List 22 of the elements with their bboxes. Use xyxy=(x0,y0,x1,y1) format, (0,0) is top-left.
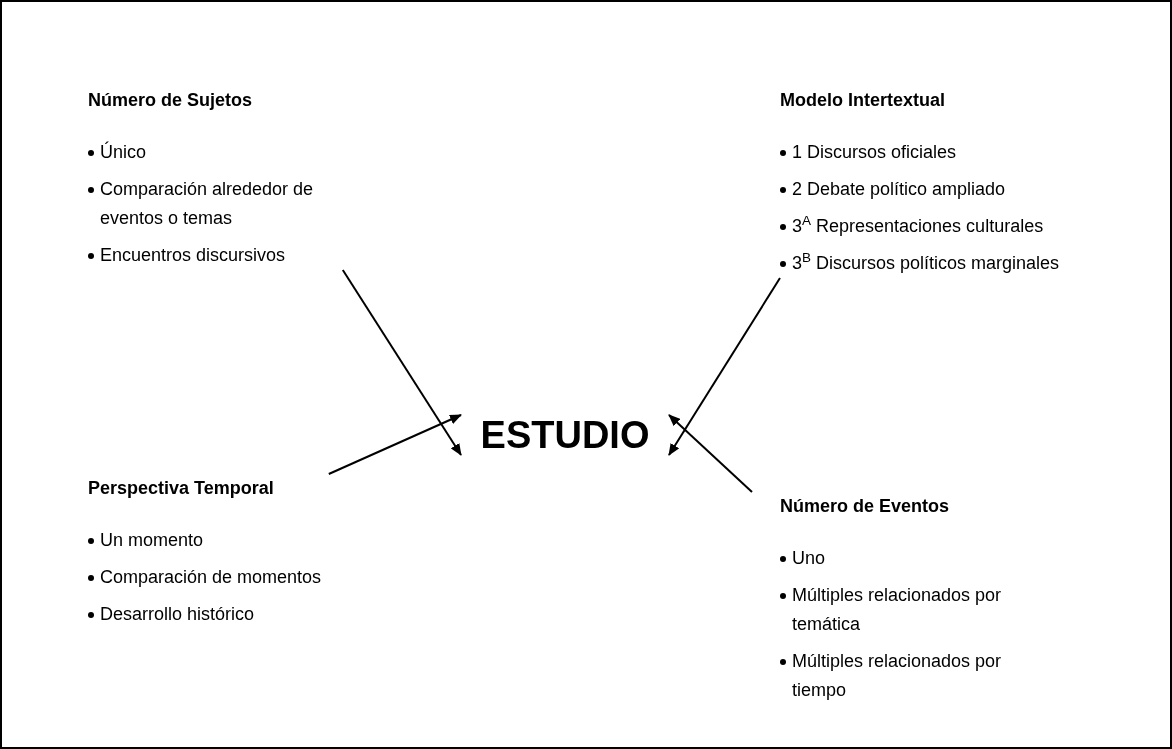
list-item: 3$^{A}$ Representaciones culturales xyxy=(792,212,1045,238)
list-item: Un momento xyxy=(100,529,205,552)
list-item: Múltiples relacionados por tiempo xyxy=(792,650,1003,702)
list-item: 3$^{B}$ Discursos políticos marginales xyxy=(792,249,1061,275)
list-item: Múltiples relacionados por temática xyxy=(792,584,1003,636)
list-item: 2 Debate político ampliado xyxy=(792,178,1007,201)
list-item: Desarrollo histórico xyxy=(100,603,256,626)
list-item: Comparación alrededor de eventos o temas xyxy=(100,178,315,230)
group-heading: Modelo Intertextual xyxy=(780,89,946,112)
list-item: Uno xyxy=(792,547,827,570)
list-item: Encuentros discursivos xyxy=(100,244,287,267)
arrow xyxy=(327,414,462,475)
arrow xyxy=(668,414,753,493)
list-item: Comparación de momentos xyxy=(100,566,323,589)
arrow xyxy=(341,269,462,456)
group-heading: Número de Eventos xyxy=(780,495,951,518)
group-heading: Número de Sujetos xyxy=(88,89,254,112)
arrow xyxy=(668,277,781,456)
central-title: ESTUDIO xyxy=(480,416,650,454)
list-item: Único xyxy=(100,140,148,164)
list-item: 1 Discursos oficiales xyxy=(792,141,958,164)
group-heading: Perspectiva Temporal xyxy=(88,477,275,500)
